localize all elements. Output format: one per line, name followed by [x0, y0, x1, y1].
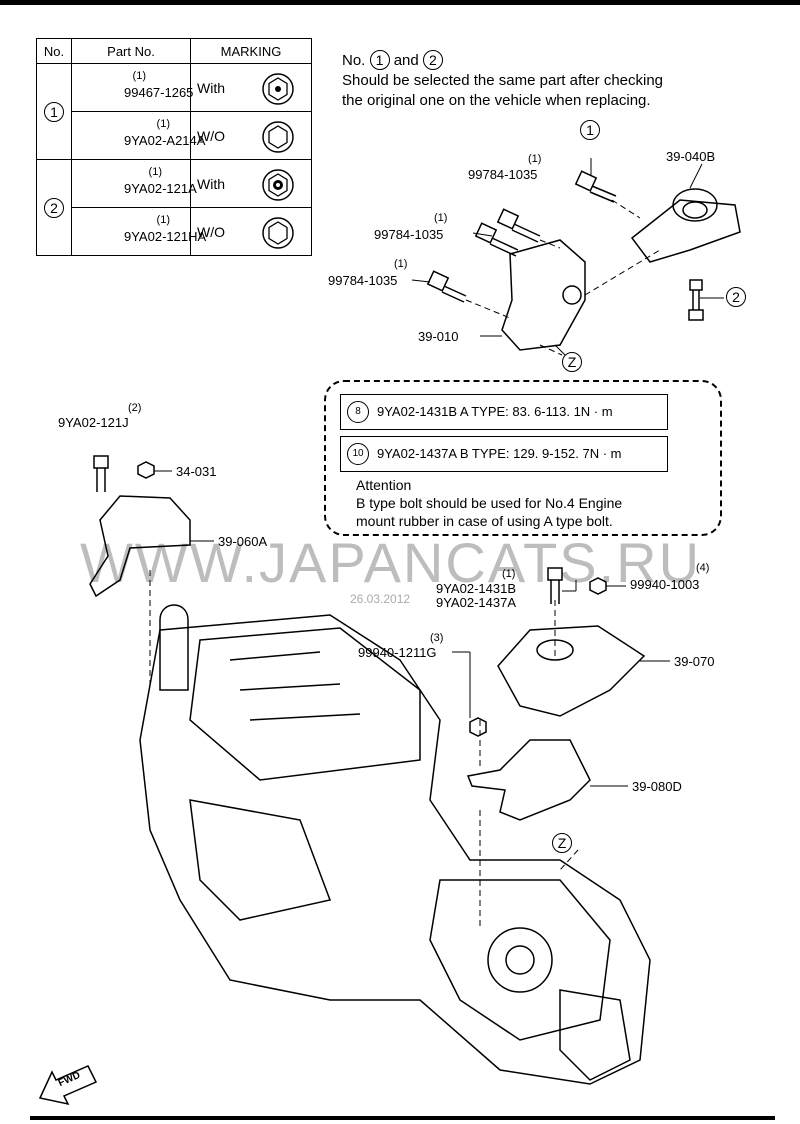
- nut-icon: [469, 717, 487, 737]
- engine-mount-39-070: [497, 625, 646, 717]
- table-row: 1 (1) 99467-1265 With: [36, 63, 312, 160]
- engine-mount-39-060a: [89, 495, 191, 598]
- parts-table: No. Part No. MARKING 1 (1) 99467-1265 Wi…: [36, 38, 312, 256]
- table-row: (1) 9YA02-121HA W/O: [37, 207, 312, 256]
- callout-z-upper: Z: [562, 352, 582, 372]
- row-marking: With: [197, 80, 225, 96]
- bracket-39-080d: [466, 739, 591, 821]
- callout-item-1: 1: [580, 120, 600, 140]
- part-qty: (1): [434, 212, 448, 224]
- part-label-99784-1035: 99784-1035: [374, 227, 444, 242]
- row-marking: With: [197, 176, 225, 192]
- selection-notice: No. 1 and 2 Should be selected the same …: [342, 50, 663, 111]
- bolt-icon: [496, 208, 541, 243]
- part-qty: (1): [528, 153, 542, 165]
- torque-spec-a: 8 9YA02-1431B A TYPE: 83. 6-113. 1N · m: [340, 394, 668, 430]
- notice-prefix: No.: [342, 52, 366, 69]
- col-part-header: Part No.: [71, 38, 191, 64]
- part-label-99940-1211g: 99940-1211G: [358, 645, 437, 660]
- bolt-icon: [93, 455, 109, 492]
- part-label-39-070: 39-070: [674, 654, 715, 669]
- table-row: 2 (1) 9YA02-121A With: [36, 159, 312, 256]
- row-qty: (1): [148, 166, 162, 178]
- top-rule: [0, 0, 800, 5]
- attention-line-1: B type bolt should be used for No.4 Engi…: [356, 495, 623, 511]
- row-part-no: 9YA02-121A: [124, 181, 197, 196]
- callout-item-2: 2: [726, 287, 746, 307]
- part-label-39-060a: 39-060A: [218, 534, 268, 549]
- bracket-39-010: [501, 239, 586, 351]
- notice-line-2: Should be selected the same part after c…: [342, 72, 664, 89]
- notice-item-1: 1: [369, 50, 390, 70]
- notice-item-2: 2: [422, 50, 443, 70]
- part-label-9ya02-1431b: 9YA02-1431B: [436, 581, 516, 596]
- part-qty: (3): [430, 632, 444, 644]
- torque-spec-box: [324, 380, 722, 536]
- part-qty: (2): [128, 402, 142, 414]
- notice-and: and: [393, 52, 419, 69]
- row-qty: (1): [156, 214, 170, 226]
- torque-spec-a-text: 9YA02-1431B A TYPE: 83. 6-113. 1N · m: [377, 404, 613, 419]
- bolt-icon: [547, 567, 563, 604]
- part-label-99940-1003: 99940-1003: [630, 577, 700, 592]
- bolt-icon: [426, 270, 467, 303]
- part-label-39-040b: 39-040B: [666, 149, 716, 164]
- row-qty: (1): [156, 118, 170, 130]
- row-qty: (1): [132, 70, 146, 82]
- col-no-header: No.: [36, 38, 72, 64]
- marked-bolt-head-icon: [262, 169, 294, 201]
- row-marking: W/O: [197, 128, 225, 144]
- attention-title: Attention: [356, 477, 412, 493]
- bolt-icon: [474, 222, 519, 257]
- engine-mount-39-040b: [630, 199, 741, 263]
- bolt-icon: [688, 279, 704, 321]
- row-part-no: 99467-1265: [124, 85, 194, 100]
- table-row: (1) 9YA02-A214A W/O: [37, 111, 312, 160]
- bolt-icon: [574, 170, 617, 203]
- torque-spec-b: 10 9YA02-1437A B TYPE: 129. 9-152. 7N · …: [340, 436, 668, 472]
- bolt-mark-icon: 8: [347, 401, 369, 423]
- part-label-39-080d: 39-080D: [632, 779, 682, 794]
- row-part-no: 9YA02-121HA: [124, 229, 207, 244]
- part-label-9ya02-121j: 9YA02-121J: [58, 415, 129, 430]
- plain-nut-icon: [262, 121, 294, 153]
- callout-z-lower: Z: [552, 833, 572, 853]
- fwd-arrow-icon: [38, 1065, 98, 1106]
- marked-nut-icon: [262, 73, 294, 105]
- watermark: WWW.JAPANCATS.RU: [80, 531, 702, 594]
- part-label-34-031: 34-031: [176, 464, 217, 479]
- part-label-99784-1035: 99784-1035: [468, 167, 538, 182]
- part-qty: (1): [394, 258, 408, 270]
- row-marking: W/O: [197, 224, 225, 240]
- attention-note: Attention B type bolt should be used for…: [356, 476, 622, 530]
- engine-block: [139, 614, 651, 1085]
- nut-icon: [589, 577, 607, 595]
- bottom-rule: [30, 1116, 775, 1120]
- torque-spec-b-text: 9YA02-1437A B TYPE: 129. 9-152. 7N · m: [377, 446, 622, 461]
- part-label-39-010: 39-010: [418, 329, 459, 344]
- watermark-date: 26.03.2012: [350, 592, 411, 606]
- bolt-mark-icon: 10: [347, 443, 369, 465]
- notice-line-3: the original one on the vehicle when rep…: [342, 92, 651, 109]
- attention-line-2: mount rubber in case of using A type bol…: [356, 513, 613, 529]
- item-number-1: 1: [44, 101, 64, 122]
- nut-icon: [137, 461, 155, 479]
- part-label-99784-1035: 99784-1035: [328, 273, 398, 288]
- row-part-no: 9YA02-A214A: [124, 133, 206, 148]
- item-number-2: 2: [44, 197, 64, 218]
- part-qty: (1): [502, 568, 516, 580]
- part-qty: (4): [696, 562, 710, 574]
- part-label-9ya02-1437a: 9YA02-1437A: [436, 595, 516, 610]
- plain-bolt-head-icon: [262, 217, 294, 249]
